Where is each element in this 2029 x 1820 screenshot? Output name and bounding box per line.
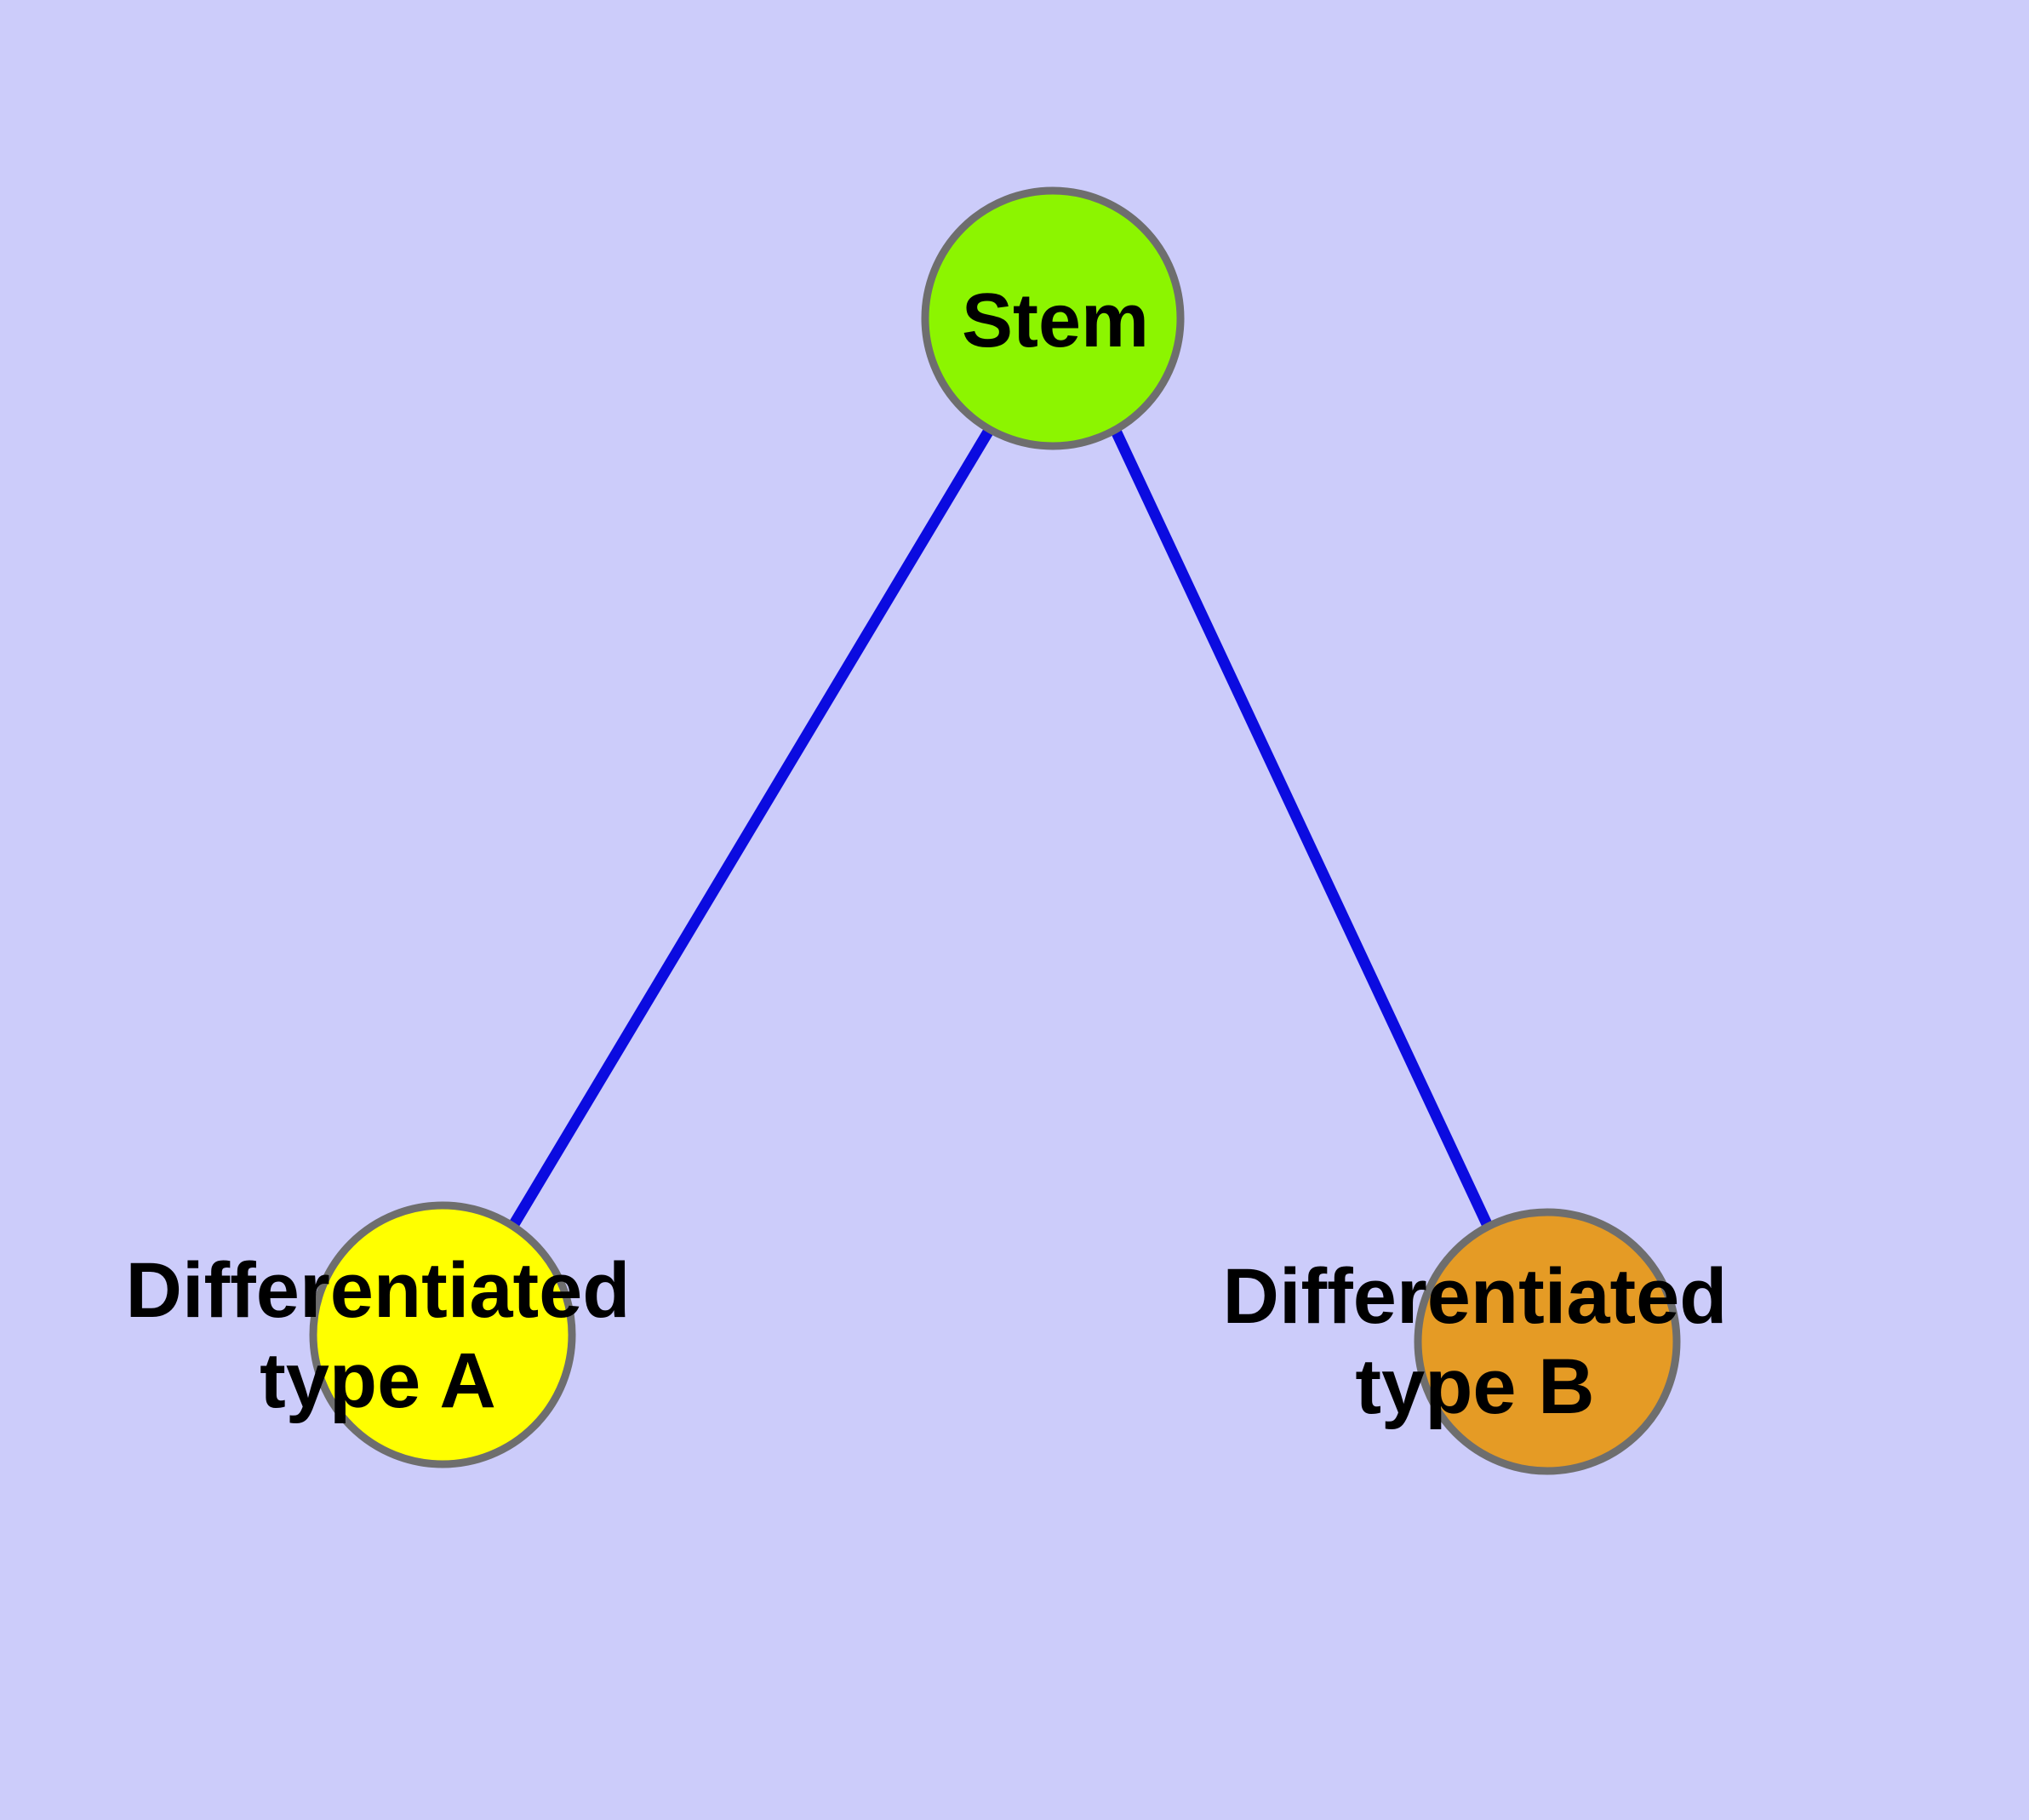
graph-edge-stem-to-diff_b[interactable] (1110, 426, 1493, 1228)
node-label-line: Differentiated (126, 1247, 631, 1334)
graph-edge-stem-to-diff_a[interactable] (509, 426, 995, 1228)
edges-layer (509, 426, 1493, 1228)
node-label-line: type A (260, 1337, 496, 1424)
graph-node-diff_a[interactable] (309, 1201, 576, 1468)
node-label-stem: Stem (962, 278, 1149, 363)
graph-node-diff_b[interactable] (1414, 1208, 1681, 1475)
graph-node-stem[interactable] (921, 186, 1185, 450)
nodes-layer (309, 186, 1681, 1475)
node-label-line: Stem (962, 278, 1149, 363)
node-label-line: type B (1355, 1343, 1594, 1430)
node-label-line: Differentiated (1223, 1253, 1728, 1340)
